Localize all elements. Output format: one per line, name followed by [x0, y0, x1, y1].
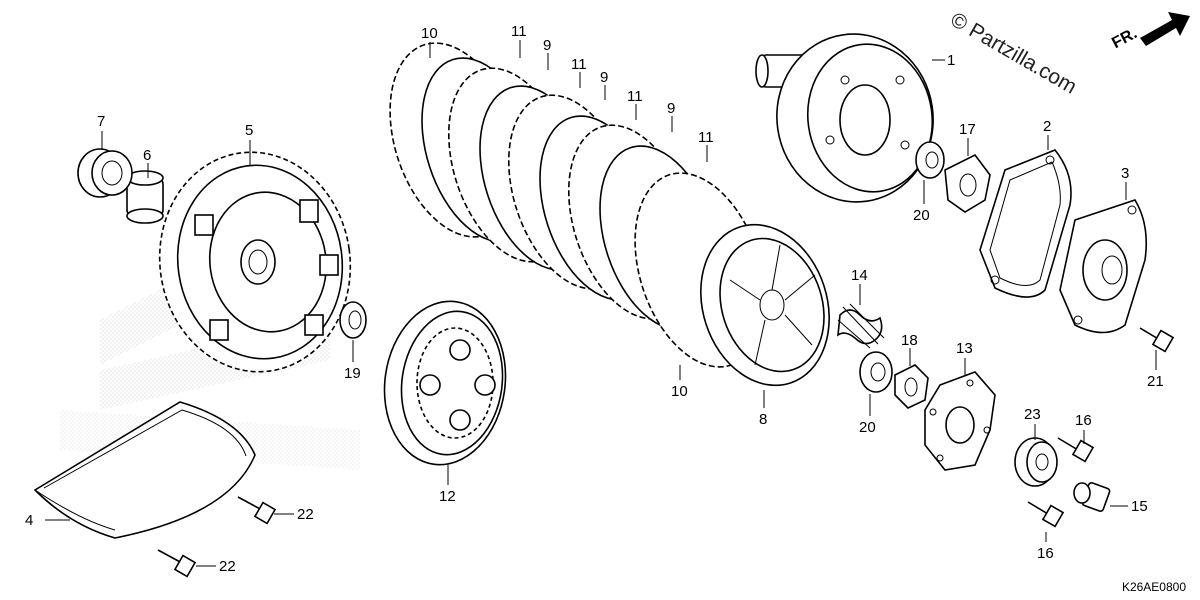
part-13-lifter-plate[interactable]	[924, 371, 996, 471]
part-6-collar[interactable]	[126, 170, 164, 224]
bolt-21[interactable]	[1139, 327, 1175, 353]
callout-15: 15	[1131, 498, 1148, 515]
callout-16b: 16	[1037, 545, 1054, 562]
plate-stack	[389, 42, 766, 368]
part-3-cover-plate[interactable]	[1059, 199, 1148, 334]
callout-14: 14	[851, 267, 868, 284]
callout-19: 19	[344, 365, 361, 382]
part-12-clutch-center[interactable]	[374, 293, 516, 472]
callout-2: 2	[1043, 118, 1051, 135]
callout-3: 3	[1121, 165, 1129, 182]
bolt-15[interactable]	[1073, 482, 1111, 512]
callout-4: 4	[25, 512, 33, 529]
callout-20a: 20	[913, 207, 930, 224]
part-23-bearing[interactable]	[1014, 437, 1058, 487]
callout-12: 12	[439, 488, 456, 505]
callout-10a: 10	[421, 25, 438, 42]
part-18-lifter-piece[interactable]	[894, 364, 929, 409]
part-14-spring[interactable]	[837, 303, 885, 349]
callout-16a: 16	[1075, 412, 1092, 429]
callout-23: 23	[1024, 406, 1041, 423]
diagram-reference-code: K26AE0800	[1121, 580, 1186, 594]
bolt-16-upper[interactable]	[1057, 437, 1095, 463]
callout-5: 5	[245, 122, 253, 139]
part-2-gasket[interactable]	[979, 149, 1072, 298]
callouts: 1 2 3 4 5 6 7 8 9 9 9 10 10 11 11 11 11 …	[25, 23, 1164, 575]
callout-9c: 9	[667, 100, 675, 117]
callout-22b: 22	[219, 558, 236, 575]
part-7-bearing[interactable]	[77, 148, 133, 198]
callout-7: 7	[97, 113, 105, 130]
leader-lines	[45, 40, 1157, 567]
bolt-22-upper[interactable]	[237, 496, 277, 525]
part-17-lifter[interactable]	[944, 153, 991, 213]
callout-1: 1	[947, 52, 955, 69]
callout-21: 21	[1147, 373, 1164, 390]
bolt-16-lower[interactable]	[1027, 501, 1065, 528]
part-4-cover[interactable]	[33, 401, 256, 539]
part-20-washer-upper[interactable]	[915, 141, 945, 179]
callout-11c: 11	[627, 88, 643, 105]
callout-9b: 9	[600, 69, 608, 86]
callout-6: 6	[143, 147, 151, 164]
callout-17: 17	[959, 121, 976, 138]
callout-18: 18	[901, 332, 918, 349]
callout-13: 13	[956, 340, 973, 357]
callout-8: 8	[759, 411, 767, 428]
part-19-washer[interactable]	[339, 301, 367, 339]
part-8-pressure-plate[interactable]	[681, 208, 850, 402]
part-5-clutch-outer[interactable]	[146, 140, 365, 384]
callout-10b: 10	[671, 383, 688, 400]
callout-22a: 22	[297, 506, 314, 523]
part-1-clutch-drum[interactable]	[755, 24, 944, 212]
callout-11d: 11	[698, 129, 714, 146]
callout-20b: 20	[859, 419, 876, 436]
bolt-22-lower[interactable]	[157, 549, 197, 578]
callout-11b: 11	[571, 56, 587, 73]
front-direction-arrow	[1140, 12, 1190, 46]
part-20-washer-lower[interactable]	[859, 351, 893, 393]
callout-11a: 11	[511, 23, 527, 40]
callout-9a: 9	[543, 37, 551, 54]
